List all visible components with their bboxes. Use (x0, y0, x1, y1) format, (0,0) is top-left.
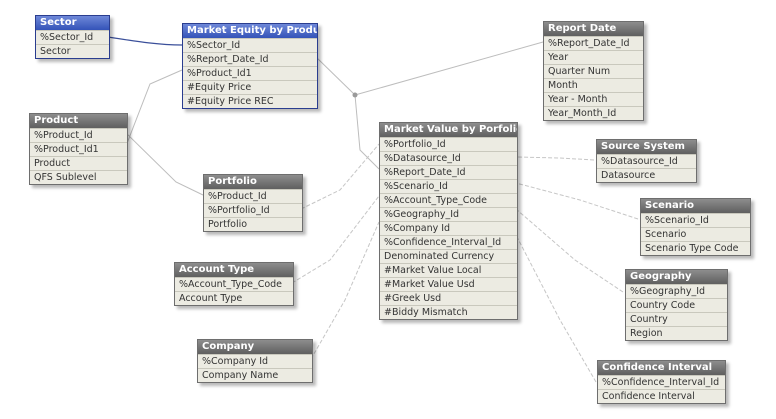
table-company-title[interactable]: Company (198, 340, 312, 354)
table-market-value-by-porfolio[interactable]: Market Value by Porfolio %Portfolio_Id %… (379, 122, 518, 320)
table-geography-title[interactable]: Geography (626, 270, 727, 284)
table-sector[interactable]: Sector %Sector_Id Sector (35, 15, 110, 59)
link-datasource-id (515, 156, 595, 161)
table-scenario[interactable]: Scenario %Scenario_Id Scenario Scenario … (640, 198, 751, 256)
link-product-id1 (125, 69, 183, 147)
field-report-date-id[interactable]: %Report_Date_Id (380, 165, 517, 179)
link-product-id (125, 132, 204, 196)
link-company-id (310, 221, 380, 360)
table-source-system[interactable]: Source System %Datasource_Id Datasource (596, 139, 697, 183)
link-geography-id (515, 208, 624, 293)
table-portfolio[interactable]: Portfolio %Product_Id %Portfolio_Id Port… (203, 174, 303, 232)
field-scenario-id[interactable]: %Scenario_Id (641, 213, 750, 227)
field-account-type[interactable]: Account Type (175, 291, 293, 305)
field-geography-id[interactable]: %Geography_Id (626, 284, 727, 298)
field-quarter-num[interactable]: Quarter Num (544, 64, 643, 78)
field-confidence-interval[interactable]: Confidence Interval (598, 389, 725, 403)
table-scenario-title[interactable]: Scenario (641, 199, 750, 213)
field-year-month-id[interactable]: Year_Month_Id (544, 106, 643, 120)
field-datasource-id[interactable]: %Datasource_Id (380, 151, 517, 165)
field-denominated-currency[interactable]: Denominated Currency (380, 249, 517, 263)
field-biddy-mismatch[interactable]: #Biddy Mismatch (380, 305, 517, 319)
field-qfs-sublevel[interactable]: QFS Sublevel (30, 170, 127, 184)
field-product-id1[interactable]: %Product_Id1 (30, 142, 127, 156)
field-portfolio-id[interactable]: %Portfolio_Id (380, 137, 517, 151)
table-confidence-interval-title[interactable]: Confidence Interval (598, 361, 725, 375)
field-report-date-id[interactable]: %Report_Date_Id (183, 52, 317, 66)
table-portfolio-title[interactable]: Portfolio (204, 175, 302, 189)
field-region[interactable]: Region (626, 326, 727, 340)
link-confidence-interval-id (515, 234, 597, 383)
link-scenario-id (515, 182, 639, 220)
field-market-value-local[interactable]: #Market Value Local (380, 263, 517, 277)
table-product-title[interactable]: Product (30, 114, 127, 128)
field-account-type-code[interactable]: %Account_Type_Code (175, 277, 293, 291)
table-report-date-title[interactable]: Report Date (544, 22, 643, 36)
table-market-equity-by-product[interactable]: Market Equity by Product %Sector_Id %Rep… (182, 23, 318, 109)
field-product-id1[interactable]: %Product_Id1 (183, 66, 317, 80)
field-company-id[interactable]: %Company Id (198, 354, 312, 368)
field-confidence-interval-id[interactable]: %Confidence_Interval_Id (380, 235, 517, 249)
field-sector-id[interactable]: %Sector_Id (36, 30, 109, 44)
field-product[interactable]: Product (30, 156, 127, 170)
table-sector-title[interactable]: Sector (36, 16, 109, 30)
field-scenario-id[interactable]: %Scenario_Id (380, 179, 517, 193)
link-report-date-c (354, 94, 380, 170)
table-market-equity-by-product-title[interactable]: Market Equity by Product (183, 24, 317, 38)
field-country[interactable]: Country (626, 312, 727, 326)
table-account-type[interactable]: Account Type %Account_Type_Code Account … (174, 262, 294, 306)
field-equity-price-rec[interactable]: #Equity Price REC (183, 94, 317, 108)
field-product-id[interactable]: %Product_Id (204, 189, 302, 203)
field-month[interactable]: Month (544, 78, 643, 92)
field-report-date-id[interactable]: %Report_Date_Id (544, 36, 643, 50)
field-sector[interactable]: Sector (36, 44, 109, 58)
table-confidence-interval[interactable]: Confidence Interval %Confidence_Interval… (597, 360, 726, 404)
field-geography-id[interactable]: %Geography_Id (380, 207, 517, 221)
table-company[interactable]: Company %Company Id Company Name (197, 339, 313, 383)
field-company-name[interactable]: Company Name (198, 368, 312, 382)
field-datasource-id[interactable]: %Datasource_Id (597, 154, 696, 168)
field-datasource[interactable]: Datasource (597, 168, 696, 182)
link-account-type-code (291, 195, 380, 284)
field-company-id[interactable]: %Company Id (380, 221, 517, 235)
link-sector-id (107, 36, 183, 46)
link-hub-dot (352, 92, 358, 98)
table-product[interactable]: Product %Product_Id %Product_Id1 Product… (29, 113, 128, 185)
table-source-system-title[interactable]: Source System (597, 140, 696, 154)
field-product-id[interactable]: %Product_Id (30, 128, 127, 142)
field-scenario-type-code[interactable]: Scenario Type Code (641, 241, 750, 255)
field-account-type-code[interactable]: %Account_Type_Code (380, 193, 517, 207)
table-market-value-by-porfolio-title[interactable]: Market Value by Porfolio (380, 123, 517, 137)
field-year-month[interactable]: Year - Month (544, 92, 643, 106)
field-equity-price[interactable]: #Equity Price (183, 80, 317, 94)
link-report-date-a (315, 56, 356, 96)
table-geography[interactable]: Geography %Geography_Id Country Code Cou… (625, 269, 728, 341)
field-portfolio-id[interactable]: %Portfolio_Id (204, 203, 302, 217)
field-portfolio[interactable]: Portfolio (204, 217, 302, 231)
field-scenario[interactable]: Scenario (641, 227, 750, 241)
field-sector-id[interactable]: %Sector_Id (183, 38, 317, 52)
field-year[interactable]: Year (544, 50, 643, 64)
table-account-type-title[interactable]: Account Type (175, 263, 293, 277)
field-market-value-usd[interactable]: #Market Value Usd (380, 277, 517, 291)
field-greek-usd[interactable]: #Greek Usd (380, 291, 517, 305)
field-confidence-interval-id[interactable]: %Confidence_Interval_Id (598, 375, 725, 389)
link-portfolio-id (300, 143, 380, 210)
link-report-date-b (354, 41, 544, 96)
table-report-date[interactable]: Report Date %Report_Date_Id Year Quarter… (543, 21, 644, 121)
field-country-code[interactable]: Country Code (626, 298, 727, 312)
